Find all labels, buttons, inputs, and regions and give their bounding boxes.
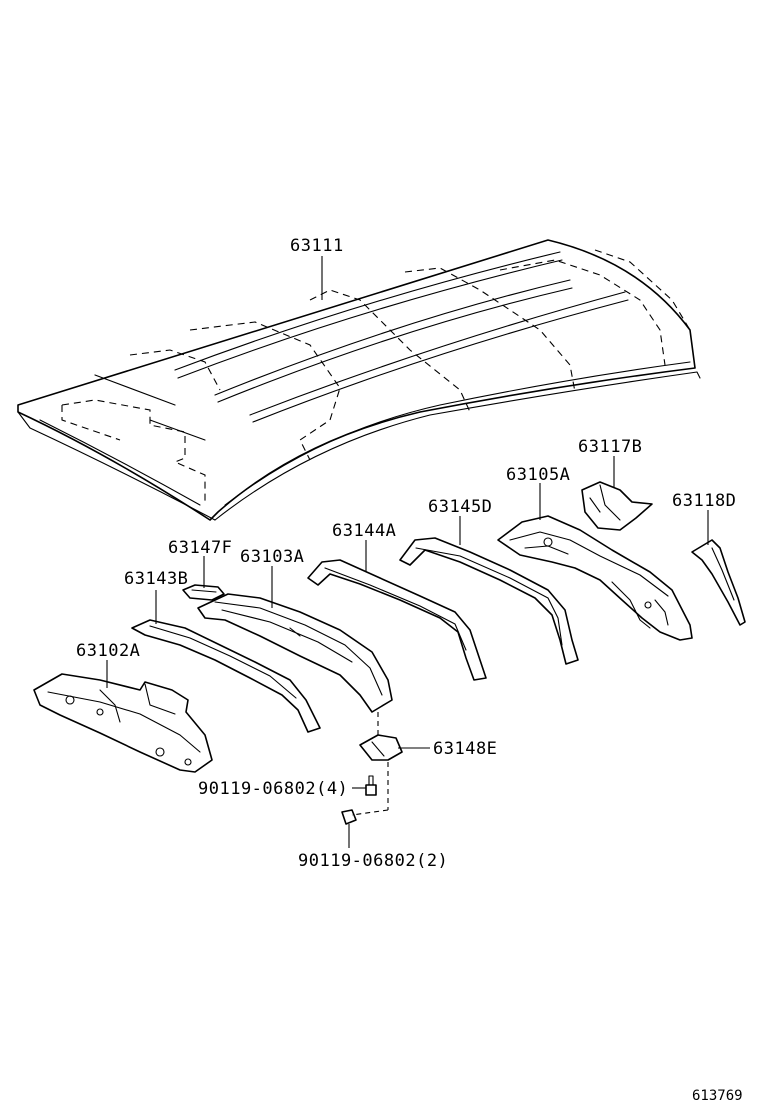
label-side-brace: 63118D xyxy=(672,491,736,511)
side-brace xyxy=(691,539,746,626)
label-rear-bow: 63145D xyxy=(428,497,492,517)
label-gusset: 63148E xyxy=(433,739,497,759)
figure-reference-number: 613769 xyxy=(692,1088,743,1104)
label-roof-panel: 63111 xyxy=(290,236,344,256)
bolt-upper xyxy=(365,775,377,796)
label-mid-bow: 63144A xyxy=(332,521,396,541)
label-front-header: 63102A xyxy=(76,641,140,661)
label-bolt-upper: 90119-06802(4) xyxy=(198,779,348,799)
label-small-bracket: 63147F xyxy=(168,538,232,558)
front-bow xyxy=(131,619,321,733)
label-bolt-lower: 90119-06802(2) xyxy=(298,851,448,871)
label-front-bow: 63143B xyxy=(124,569,188,589)
mid-bow xyxy=(307,559,487,681)
label-front-mid-bow: 63103A xyxy=(240,547,304,567)
front-mid-bow xyxy=(197,593,393,713)
rear-rail-panel xyxy=(497,515,693,641)
small-bracket xyxy=(182,584,225,601)
front-header xyxy=(33,673,213,773)
roof-panel xyxy=(17,239,701,521)
label-rear-header-panel: 63117B xyxy=(578,437,642,457)
label-rear-rail-panel: 63105A xyxy=(506,465,570,485)
gusset xyxy=(359,734,403,761)
rear-header-panel xyxy=(581,481,653,531)
bolt-lower xyxy=(341,809,357,825)
leader-lines xyxy=(106,256,709,848)
rear-bow xyxy=(399,537,579,665)
